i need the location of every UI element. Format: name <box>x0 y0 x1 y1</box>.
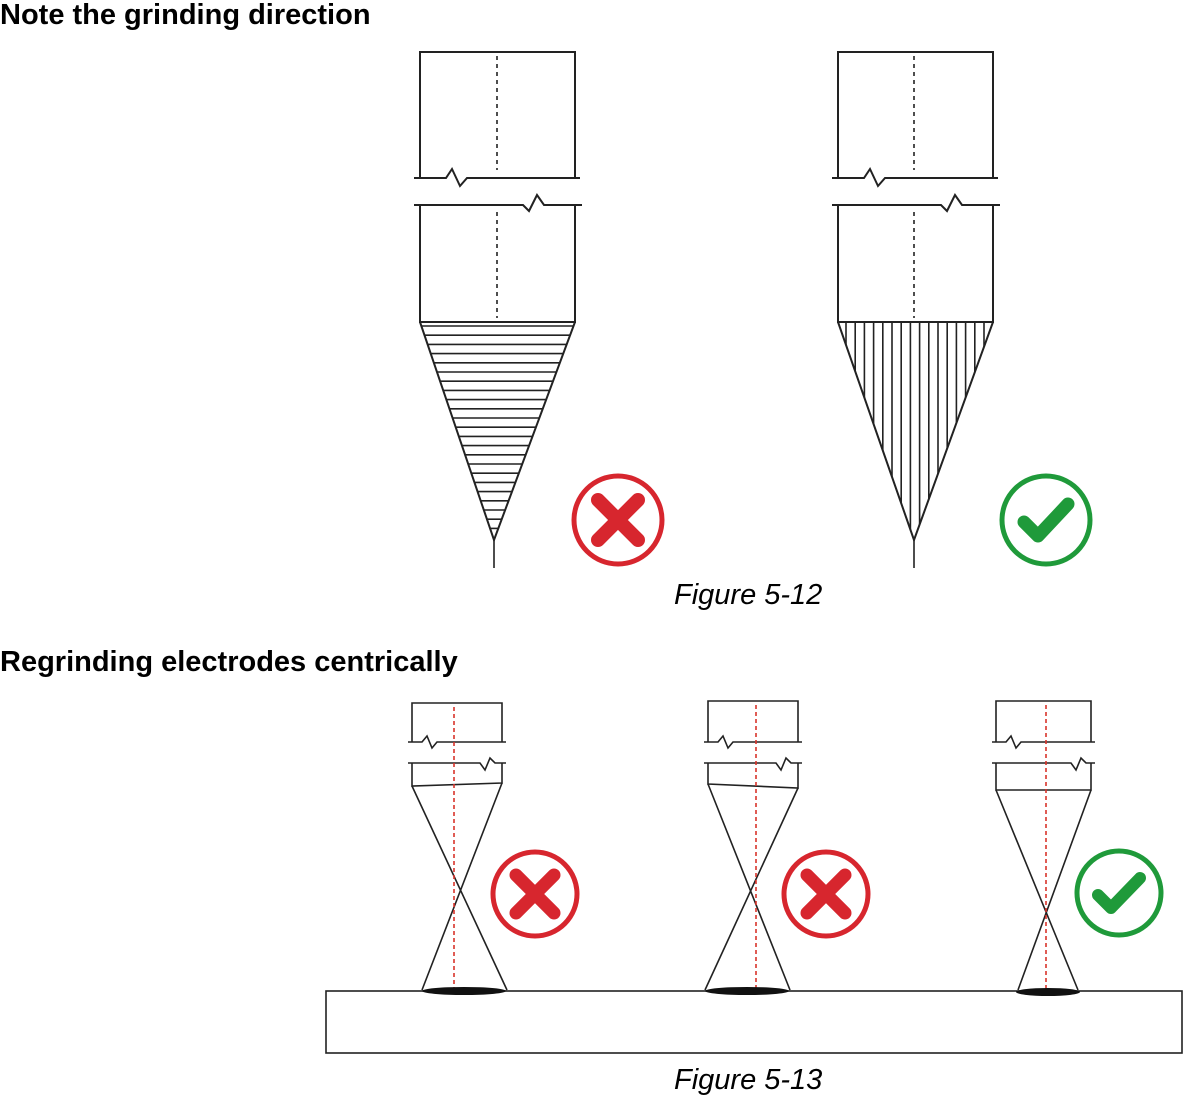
electrode-vertical-grind-correct <box>832 51 1000 568</box>
figure-caption-5-12: Figure 5-12 <box>674 579 823 611</box>
electrode-horizontal-grind-wrong <box>414 51 582 568</box>
horizontal-grinding-marks <box>421 325 574 530</box>
vertical-grinding-marks <box>845 322 985 530</box>
heading-regrinding-centrically: Regrinding electrodes centrically <box>0 646 458 678</box>
cross-mark-icon <box>490 849 580 939</box>
heading-grinding-direction: Note the grinding direction <box>0 0 371 31</box>
cross-mark-icon <box>781 849 871 939</box>
electrode-centric <box>992 700 1095 996</box>
figure-caption-5-13: Figure 5-13 <box>674 1064 823 1096</box>
check-mark-icon <box>999 473 1093 567</box>
check-mark-icon <box>1074 848 1164 938</box>
electrode-eccentric-1 <box>408 702 508 995</box>
workpiece <box>325 990 1183 1054</box>
cross-mark-icon <box>571 473 665 567</box>
electrode-eccentric-2 <box>704 700 802 995</box>
